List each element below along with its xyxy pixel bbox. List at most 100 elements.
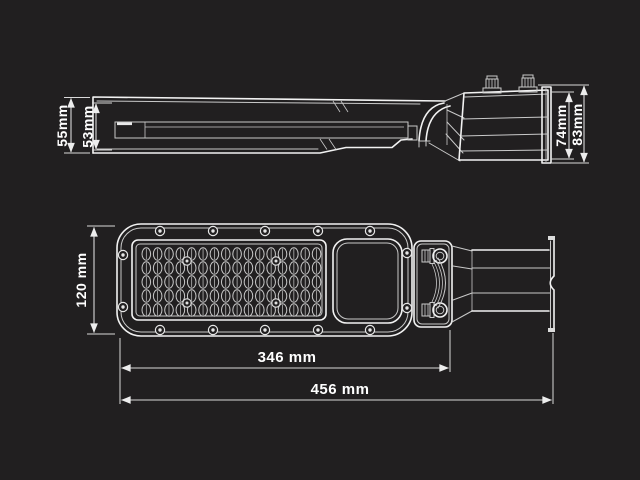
led-array	[141, 247, 322, 317]
led-lens	[186, 261, 197, 275]
led-lens	[141, 275, 152, 289]
dimension-74mm: 74mm	[551, 91, 574, 160]
led-lens	[277, 303, 288, 317]
led-lens	[311, 303, 322, 317]
cable-gland	[482, 75, 502, 94]
bracket-horn	[431, 257, 446, 309]
led-lens	[243, 247, 254, 261]
dim-120mm-label: 120 mm	[73, 252, 89, 307]
led-lens	[289, 289, 299, 303]
led-lens	[186, 275, 197, 289]
dim-53mm-label: 53mm	[80, 105, 96, 147]
dimension-53mm: 53mm	[80, 102, 112, 151]
led-lens	[277, 289, 288, 303]
led-lens	[311, 261, 322, 275]
led-lens	[300, 289, 311, 303]
side-view: 55mm 53mm 74mm 83mm	[54, 74, 589, 164]
led-lens	[209, 275, 220, 289]
led-lens	[311, 247, 322, 261]
led-lens	[254, 289, 265, 303]
led-lens	[232, 261, 242, 275]
led-lens	[186, 303, 197, 317]
led-lens	[198, 289, 208, 303]
led-lens	[277, 247, 288, 261]
driver-box-side	[458, 74, 552, 164]
led-lens	[266, 303, 276, 317]
led-lens	[254, 247, 265, 261]
led-lens	[175, 247, 186, 261]
top-view: 120 mm 346 mm 456 mm	[73, 223, 555, 404]
led-lens	[232, 275, 242, 289]
led-lens	[311, 289, 322, 303]
led-lens	[175, 275, 186, 289]
mounting-bracket-top	[413, 240, 453, 328]
led-lens	[164, 261, 174, 275]
led-lens	[220, 303, 231, 317]
led-lens	[175, 289, 186, 303]
led-lens	[254, 275, 265, 289]
head-bottom-seam	[319, 138, 337, 150]
led-lens	[198, 247, 208, 261]
dimension-83mm: 83mm	[538, 84, 589, 164]
led-lens	[198, 275, 208, 289]
led-lens	[300, 261, 311, 275]
cable-gland	[518, 74, 538, 93]
led-lens	[300, 303, 311, 317]
led-lens	[164, 289, 174, 303]
led-lens	[243, 261, 254, 275]
driver-cover-window	[332, 238, 403, 324]
led-lens	[220, 289, 231, 303]
led-lens	[311, 275, 322, 289]
dimension-120mm: 120 mm	[73, 225, 115, 335]
led-lens	[152, 303, 163, 317]
bracket-bolt	[421, 248, 448, 264]
body-perimeter-screws	[117, 225, 413, 336]
led-lens	[254, 261, 265, 275]
led-lens	[266, 261, 276, 275]
led-lens	[254, 303, 265, 317]
dim-74mm-label: 74mm	[553, 104, 569, 146]
led-lens	[289, 275, 299, 289]
led-lens	[289, 303, 299, 317]
dim-346mm-label: 346 mm	[258, 349, 317, 366]
led-lens	[141, 247, 152, 261]
led-lens	[175, 303, 186, 317]
led-lens	[209, 289, 220, 303]
bracket-bolt	[421, 302, 448, 318]
pole-end-plate-top	[548, 236, 555, 332]
curved-neck-side	[418, 102, 451, 148]
led-lens	[198, 303, 208, 317]
led-lens	[300, 247, 311, 261]
dimension-55mm: 55mm	[54, 97, 90, 154]
dimension-346mm: 346 mm	[119, 330, 451, 404]
led-lens	[243, 275, 254, 289]
led-lens	[220, 261, 231, 275]
lens-bar-side	[114, 121, 418, 141]
led-lens	[243, 303, 254, 317]
pole-mount-arm-top	[451, 236, 555, 332]
led-lens	[186, 247, 197, 261]
head-top-seam	[332, 100, 349, 113]
dim-55mm-label: 55mm	[54, 104, 70, 146]
led-lens	[152, 289, 163, 303]
led-lens	[141, 261, 152, 275]
led-lens	[141, 303, 152, 317]
dimension-456mm: 456 mm	[121, 333, 554, 404]
led-lens	[266, 289, 276, 303]
led-lens	[152, 261, 163, 275]
led-lens	[277, 275, 288, 289]
dim-456mm-label: 456 mm	[311, 381, 370, 398]
led-lens	[209, 247, 220, 261]
led-lens	[152, 247, 163, 261]
led-lens	[289, 261, 299, 275]
led-lens	[232, 303, 242, 317]
dim-83mm-label: 83mm	[569, 103, 585, 145]
led-lens	[175, 261, 186, 275]
led-panel-screws	[182, 256, 281, 308]
led-lens	[186, 289, 197, 303]
pole-end-plate-side	[541, 86, 552, 164]
led-lens	[232, 247, 242, 261]
led-lens	[243, 289, 254, 303]
